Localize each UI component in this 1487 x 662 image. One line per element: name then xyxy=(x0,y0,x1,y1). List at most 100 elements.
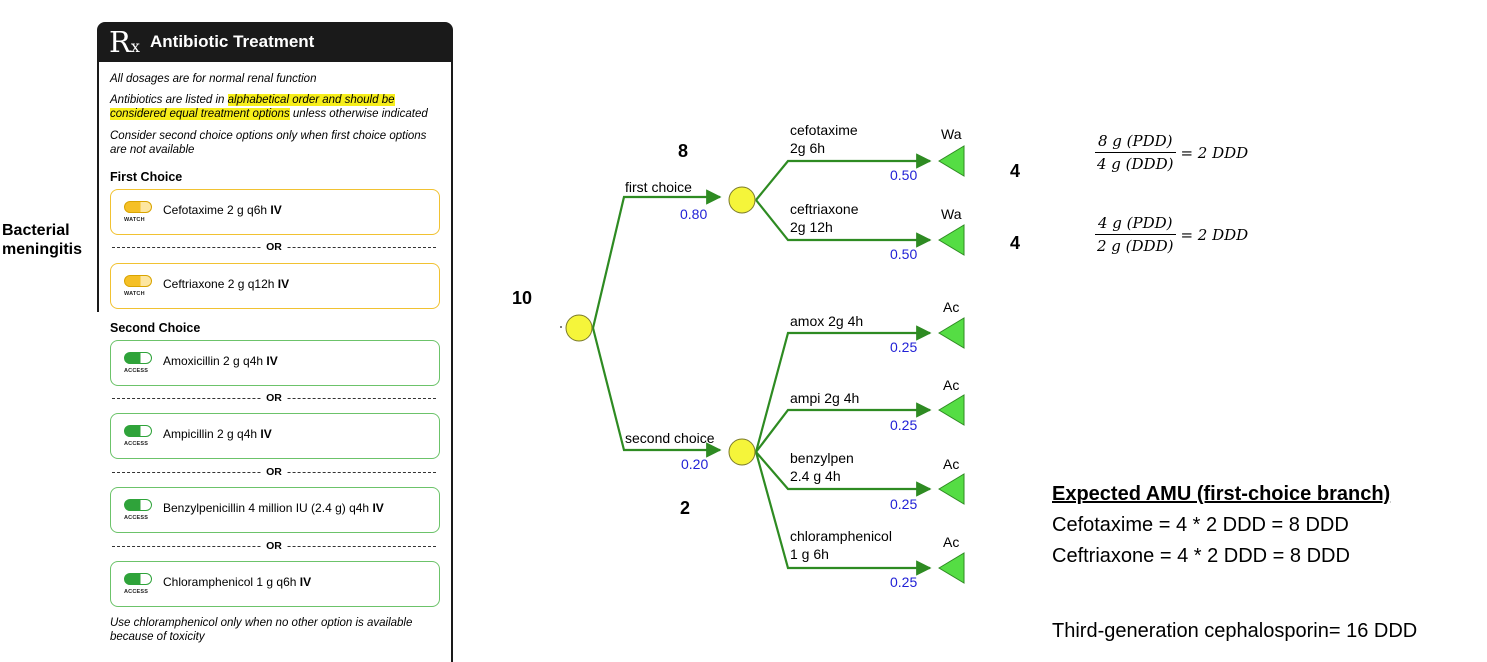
second-choice-note: Consider second choice options only when… xyxy=(110,130,427,156)
edge-second-ampi xyxy=(755,402,932,453)
leaf-label: 1 g 6h xyxy=(790,546,829,562)
access-pill-icon xyxy=(124,573,152,585)
access-tag: ACCESS xyxy=(124,441,149,447)
amu-total: Third-generation cephalosporin= 16 DDD xyxy=(1052,620,1418,642)
terminal-triangle xyxy=(938,224,965,256)
watch-pill-icon xyxy=(124,201,152,213)
leaf-label: chloramphenicol xyxy=(790,528,892,544)
terminal-triangle xyxy=(938,317,965,349)
formula-denominator: 4 g (DDD) xyxy=(1097,155,1174,173)
leaf-label: 2.4 g 4h xyxy=(790,468,841,484)
access-pill-icon xyxy=(124,352,152,364)
formula-result: = 2 DDD xyxy=(1180,143,1249,162)
panel-header: Rx Antibiotic Treatment xyxy=(97,22,453,62)
watch-tag: WATCH xyxy=(124,217,145,223)
edge-root-second xyxy=(591,327,722,458)
drug-card-ceftriaxone: WATCH Ceftriaxone 2 g q12h IV xyxy=(110,263,440,309)
edge-root-first xyxy=(591,189,722,329)
edge-second-benzylpen xyxy=(755,451,932,497)
leaf-label: cefotaxime xyxy=(790,122,858,138)
formula-result: = 2 DDD xyxy=(1180,225,1249,244)
formula-numerator: 8 g (PDD) xyxy=(1094,132,1176,153)
second-choice-prob: 0.20 xyxy=(681,456,708,472)
order-note: Antibiotics are listed in alphabetical o… xyxy=(110,94,428,120)
access-tag: ACCESS xyxy=(124,368,149,374)
terminal-triangle xyxy=(938,394,965,426)
second-choice-title: Second Choice xyxy=(110,321,201,335)
drug-name: Ceftriaxone 2 g q12h xyxy=(163,277,278,291)
leaf-label: 2g 6h xyxy=(790,140,825,156)
first-branch-count: 8 xyxy=(678,141,688,161)
antibiotic-treatment-panel: Rx Antibiotic Treatment All dosages are … xyxy=(97,22,453,662)
terminal-label: Ac xyxy=(943,534,959,550)
drug-card-amoxicillin: ACCESS Amoxicillin 2 g q4h IV xyxy=(110,340,440,386)
drug-card-ampicillin: ACCESS Ampicillin 2 g q4h IV xyxy=(110,413,440,459)
terminal-triangle xyxy=(938,145,965,177)
or-divider: OR xyxy=(112,392,436,404)
root-chance-node xyxy=(565,314,593,342)
leaf-prob: 0.25 xyxy=(890,574,917,590)
edge-first-ceftriaxone xyxy=(755,199,932,248)
leaf-prob: 0.50 xyxy=(890,167,917,183)
edge-second-amox xyxy=(754,325,932,453)
drug-name: Chloramphenicol 1 g q6h xyxy=(163,575,300,589)
or-divider: OR xyxy=(112,241,436,253)
second-branch-count: 2 xyxy=(680,498,690,518)
renal-note: All dosages are for normal renal functio… xyxy=(110,73,317,85)
condition-label: Bacterial meningitis xyxy=(2,222,83,258)
second-choice-label: second choice xyxy=(625,430,715,446)
first-choice-label: first choice xyxy=(625,179,692,195)
amu-cefotaxime: Cefotaxime = 4 * 2 DDD = 8 DDD xyxy=(1052,514,1349,536)
drug-card-benzylpenicillin: ACCESS Benzylpenicillin 4 million IU (2.… xyxy=(110,487,440,533)
leaf-label: ceftriaxone xyxy=(790,201,859,217)
drug-name: Ampicillin 2 g q4h xyxy=(163,427,261,441)
first-choice-prob: 0.80 xyxy=(680,206,707,222)
terminal-label: Ac xyxy=(943,456,959,472)
amu-title: Expected AMU (first-choice branch) xyxy=(1052,483,1391,505)
terminal-label: Wa xyxy=(941,206,962,222)
root-count: 10 xyxy=(512,288,532,308)
terminal-label: Ac xyxy=(943,299,959,315)
toxicity-note: Use chloramphenicol only when no other o… xyxy=(110,617,413,643)
drug-name: Cefotaxime 2 g q6h xyxy=(163,203,271,217)
amu-ceftriaxone: Ceftriaxone = 4 * 2 DDD = 8 DDD xyxy=(1052,545,1350,567)
formula-denominator: 2 g (DDD) xyxy=(1097,237,1174,255)
leaf-label: amox 2g 4h xyxy=(790,313,863,329)
drug-card-cefotaxime: WATCH Cefotaxime 2 g q6h IV xyxy=(110,189,440,235)
panel-title: Antibiotic Treatment xyxy=(150,32,315,51)
watch-pill-icon xyxy=(124,275,152,287)
ceftriaxone-count: 4 xyxy=(1010,233,1020,253)
drug-name: Amoxicillin 2 g q4h xyxy=(163,354,267,368)
drug-name: Benzylpenicillin 4 million IU (2.4 g) q4… xyxy=(163,501,373,515)
first-choice-node xyxy=(728,186,756,214)
watch-tag: WATCH xyxy=(124,291,145,297)
panel-border-right xyxy=(451,62,453,662)
terminal-triangle xyxy=(938,473,965,505)
edge-first-cefotaxime xyxy=(755,153,932,201)
leaf-prob: 0.50 xyxy=(890,246,917,262)
leaf-label: ampi 2g 4h xyxy=(790,390,859,406)
cefotaxime-count: 4 xyxy=(1010,161,1020,181)
drug-card-chloramphenicol: ACCESS Chloramphenicol 1 g q6h IV xyxy=(110,561,440,607)
rx-icon: Rx xyxy=(109,25,140,59)
access-pill-icon xyxy=(124,425,152,437)
leaf-prob: 0.25 xyxy=(890,496,917,512)
terminal-label: Ac xyxy=(943,377,959,393)
second-choice-node xyxy=(728,438,756,466)
formula-cefotaxime: 8 g (PDD) 4 g (DDD) = 2 DDD xyxy=(1094,132,1248,173)
access-tag: ACCESS xyxy=(124,515,149,521)
access-tag: ACCESS xyxy=(124,589,149,595)
leaf-label: 2g 12h xyxy=(790,219,833,235)
formula-numerator: 4 g (PDD) xyxy=(1094,214,1176,235)
terminal-label: Wa xyxy=(941,126,962,142)
first-choice-title: First Choice xyxy=(110,170,183,184)
root-dot xyxy=(560,326,562,328)
edge-second-chloramphenicol xyxy=(754,451,932,576)
leaf-label: benzylpen xyxy=(790,450,854,466)
leaf-prob: 0.25 xyxy=(890,339,917,355)
or-divider: OR xyxy=(112,540,436,552)
terminal-triangle xyxy=(938,552,965,584)
access-pill-icon xyxy=(124,499,152,511)
panel-border-left xyxy=(97,62,99,312)
leaf-prob: 0.25 xyxy=(890,417,917,433)
